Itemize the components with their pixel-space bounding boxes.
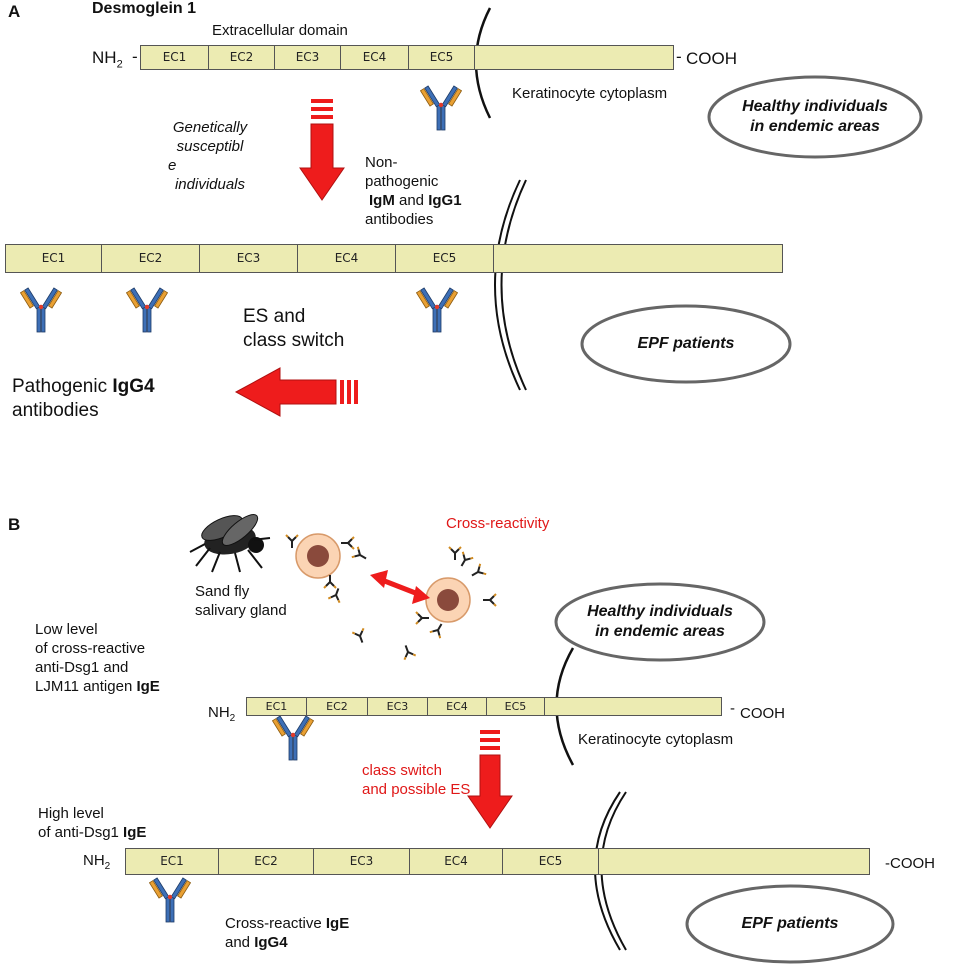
dsg1-bar-b1: EC1 EC2 EC3 EC4 EC5 bbox=[246, 697, 722, 716]
segment-ec1: EC1 bbox=[141, 46, 209, 69]
ellipse-epf-b bbox=[685, 884, 895, 964]
segment-ec5: EC5 bbox=[409, 46, 475, 69]
cell-1-nucleus bbox=[307, 545, 329, 567]
dsg1-bar-a1: EC1 EC2 EC3 EC4 EC5 bbox=[140, 45, 674, 70]
segment-ec4: EC4 bbox=[298, 245, 396, 272]
segment-ec2: EC2 bbox=[209, 46, 275, 69]
segment-ec5: EC5 bbox=[487, 698, 545, 715]
dsg1-bar-b2: EC1 EC2 EC3 EC4 EC5 bbox=[125, 848, 870, 875]
antibody-a3 bbox=[125, 287, 169, 333]
pathogenic-label: Pathogenic IgG4 antibodies bbox=[12, 376, 155, 421]
membrane-arc-a2-inner bbox=[500, 179, 527, 391]
sand-fly-icon bbox=[189, 514, 271, 573]
cell-2-nucleus bbox=[437, 589, 459, 611]
nh2-label-a: NH2 bbox=[92, 48, 123, 71]
extracellular-label: Extracellular domain bbox=[212, 22, 348, 39]
segment-ec4: EC4 bbox=[428, 698, 487, 715]
cytoplasm-label-a: Keratinocyte cytoplasm bbox=[512, 85, 668, 102]
ellipse-epf-a bbox=[580, 304, 792, 384]
segment-ec1: EC1 bbox=[247, 698, 307, 715]
dsg1-bar-a2: EC1 EC2 EC3 EC4 EC5 bbox=[5, 244, 783, 273]
segment-ec3: EC3 bbox=[200, 245, 298, 272]
nh2-label-b2: NH2 bbox=[83, 852, 111, 872]
cytoplasm-label-b: Keratinocyte cytoplasm bbox=[578, 731, 734, 748]
membrane-arc-a2-outer bbox=[494, 179, 521, 391]
segment-ec3: EC3 bbox=[275, 46, 341, 69]
high-level-label: High level of anti-Dsg1 IgE bbox=[38, 805, 147, 841]
segment-ec4: EC4 bbox=[410, 849, 503, 874]
susceptible-label: Genetically susceptibl e individuals bbox=[168, 119, 248, 193]
segment-ec3: EC3 bbox=[314, 849, 410, 874]
segment-ec1: EC1 bbox=[126, 849, 219, 874]
segment-ec1: EC1 bbox=[6, 245, 102, 272]
cooh-label-b2: -COOH bbox=[885, 855, 935, 872]
left-arrow-a bbox=[234, 367, 358, 417]
segment-ec4: EC4 bbox=[341, 46, 409, 69]
ellipse-healthy-b bbox=[554, 582, 766, 662]
epf-label-a: EPF patients bbox=[637, 335, 735, 352]
cross-reactivity-arrow bbox=[370, 570, 430, 604]
cooh-label-a: COOH bbox=[686, 49, 737, 68]
segment-ec5: EC5 bbox=[503, 849, 599, 874]
down-arrow-b bbox=[467, 730, 513, 829]
segment-ec2: EC2 bbox=[102, 245, 200, 272]
antibody-a1 bbox=[419, 85, 463, 131]
segment-ec2: EC2 bbox=[219, 849, 314, 874]
low-level-label: Low level of cross-reactive anti-Dsg1 an… bbox=[35, 621, 160, 695]
cross-reactivity-label: Cross-reactivity bbox=[446, 515, 550, 532]
segment-ec3: EC3 bbox=[368, 698, 428, 715]
panel-letter-a: A bbox=[8, 2, 21, 21]
cross-reactive-label: Cross-reactive IgE and IgG4 bbox=[225, 915, 350, 951]
antibody-a4 bbox=[415, 287, 459, 333]
antibody-b2 bbox=[148, 877, 192, 923]
down-arrow-a bbox=[299, 99, 345, 201]
antibody-b1 bbox=[271, 715, 315, 761]
cooh-label-b: COOH bbox=[740, 705, 785, 722]
antibody-a2 bbox=[19, 287, 63, 333]
ellipse-healthy-a bbox=[707, 75, 923, 159]
protein-title: Desmoglein 1 bbox=[92, 0, 197, 17]
epf-label-b: EPF patients bbox=[741, 915, 839, 932]
panel-letter-b: B bbox=[8, 515, 21, 534]
nonpathogenic-label: Non- pathogenic IgM and IgG1 antibodies bbox=[365, 154, 462, 228]
segment-ec2: EC2 bbox=[307, 698, 368, 715]
segment-ec5: EC5 bbox=[396, 245, 494, 272]
nh2-label-b: NH2 bbox=[208, 704, 236, 724]
